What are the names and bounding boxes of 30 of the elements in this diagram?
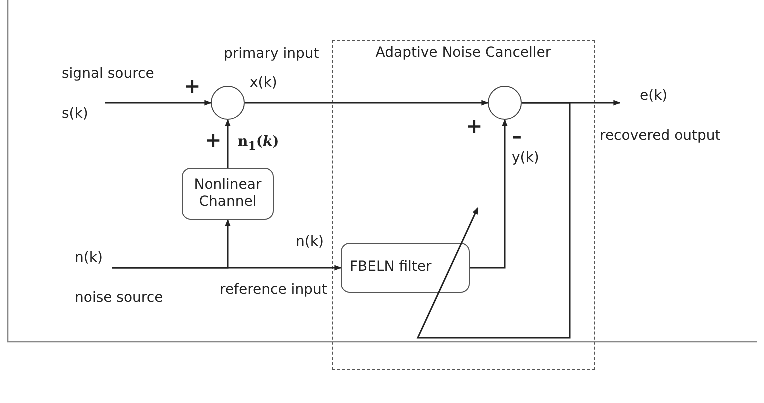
signal-label: n(k) (75, 250, 103, 267)
dashed-group-box (332, 40, 595, 370)
box-label: Nonlinear Channel (193, 176, 263, 212)
summing-junction (211, 86, 245, 120)
sign-label: + (184, 74, 201, 98)
signal-label: reference input (220, 282, 328, 299)
signal-label: n$_{1}$(k) (238, 134, 280, 153)
arrow (470, 119, 508, 269)
arrow (225, 119, 231, 168)
process-box (182, 168, 274, 220)
signal-label: noise source (75, 290, 164, 307)
arrow (112, 219, 231, 269)
signal-label: primary input (224, 46, 320, 63)
signal-label: s(k) (62, 106, 88, 123)
signal-label: y(k) (512, 150, 540, 167)
adaptation-arrow (416, 102, 571, 339)
summing-junction (488, 86, 522, 120)
sign-label: – (512, 124, 522, 148)
group-title: Adaptive Noise Canceller (376, 45, 552, 62)
signal-label: x(k) (250, 75, 278, 92)
signal-label: n(k) (296, 234, 324, 251)
arrow (245, 100, 489, 106)
sign-label: + (466, 114, 483, 138)
filter-box (341, 243, 470, 293)
signal-label: signal source (62, 66, 154, 83)
sign-label: + (205, 128, 222, 152)
arrow (105, 100, 212, 106)
box-label: FBELN filter (350, 259, 430, 277)
signal-label: recovered output (600, 128, 721, 145)
signal-label: e(k) (640, 88, 668, 105)
